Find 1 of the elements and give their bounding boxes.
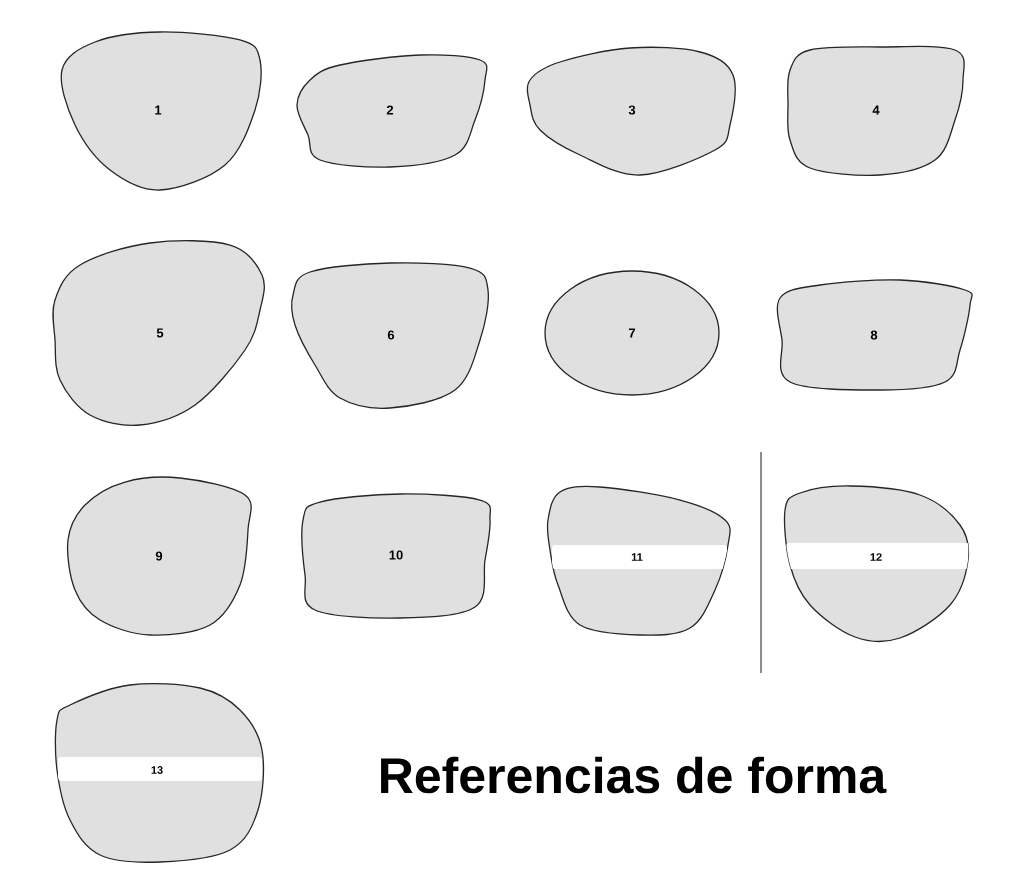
title: Referencias de forma [381,756,887,794]
